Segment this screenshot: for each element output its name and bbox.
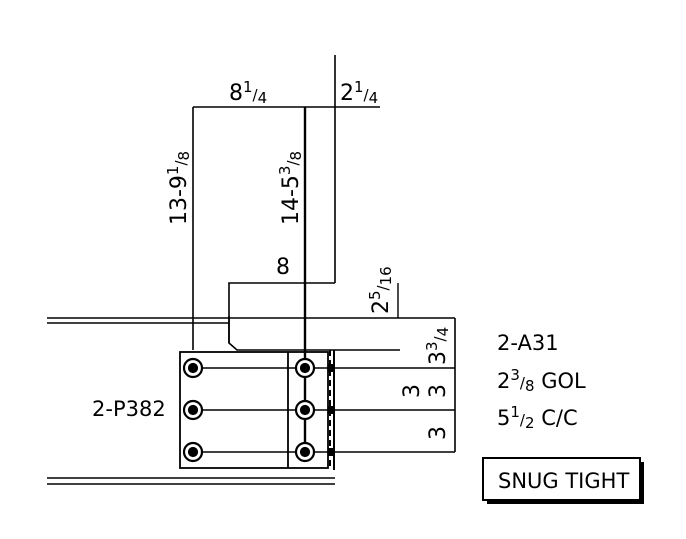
bolt-icon	[182, 441, 204, 463]
bolt-icon	[182, 357, 204, 379]
bolt-icon	[294, 357, 316, 379]
clip-angle	[228, 282, 400, 351]
angle-label: 2-A31	[497, 331, 559, 355]
bolt-diameter-label: 23/8 GOL	[497, 366, 586, 395]
dim-spacing-1: 3	[400, 384, 425, 398]
beam-top-flange	[47, 317, 455, 324]
dim-clip-drop: 25/16	[366, 266, 395, 314]
snug-tight-box: SNUG TIGHT	[482, 457, 644, 504]
dim-spacing-3: 3	[426, 426, 451, 440]
dim-gauge-top: 33/4	[423, 327, 452, 365]
dim-vertical-mid: 14-53/8	[276, 151, 305, 225]
bolts	[182, 357, 316, 463]
bolt-row-lines	[193, 367, 455, 453]
bolt-nuts	[328, 364, 334, 456]
dim-clip-width: 8	[276, 255, 290, 280]
dim-vertical-left: 13-91/8	[164, 151, 193, 225]
beam-bottom-flange	[47, 477, 335, 485]
plate-label: 2-P382	[92, 397, 166, 421]
bolt-spacing-label: 51/2 C/C	[497, 403, 578, 432]
dim-spacing-2: 3	[426, 384, 451, 398]
dim-top-right: 21/4	[340, 78, 378, 107]
snug-tight-label: SNUG TIGHT	[498, 469, 629, 493]
bolt-icon	[182, 399, 204, 421]
bolt-icon	[294, 441, 316, 463]
top-dimension-lines	[192, 55, 380, 350]
dim-top-left: 81/4	[229, 78, 267, 107]
bolt-icon	[294, 399, 316, 421]
